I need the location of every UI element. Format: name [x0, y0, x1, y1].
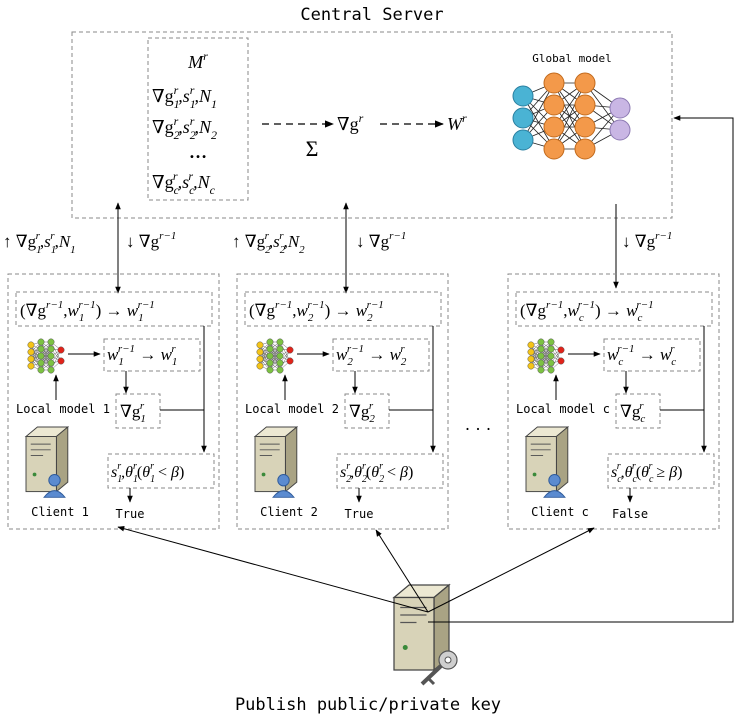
global-model-node [543, 138, 565, 160]
client-c-upload-entry: ∇gcr,scr,Nc [152, 169, 216, 197]
central-server-title: Central Server [300, 5, 443, 25]
aggregated-gradient: ∇gr [337, 111, 364, 134]
global-model-node [543, 116, 565, 138]
publish-key-caption: Publish public/private key [235, 695, 501, 715]
global-model-edge [522, 82, 555, 141]
client-computer-icon [24, 425, 70, 498]
score-check-formula: scr,θcr(θcr ≥ β) [611, 461, 682, 485]
client-2-upload-label: ↑ ∇g2r,s2r,N2 [232, 230, 305, 256]
global-model-node [609, 119, 631, 141]
local-update-formula: w1r−1 → w1r [107, 343, 177, 368]
gradient-box [344, 393, 390, 429]
between-clients-ellipsis: · · · [465, 419, 492, 439]
local-model-label: Local model 2 [245, 402, 339, 416]
score-box [607, 453, 715, 489]
global-weights: Wr [447, 111, 467, 134]
client-2-upload-entry: ∇g2r,s2r,N2 [152, 114, 217, 142]
client-1-upload-entry: ∇g1r,s1r,N1 [152, 83, 217, 111]
client-1-download-label: ↓ ∇gr−1 [126, 230, 176, 251]
local-gradient: ∇gcr [620, 400, 645, 425]
key-to-client-2-arrow [375, 529, 429, 613]
local-model-label: Local model c [516, 402, 610, 416]
verification-result: True [345, 507, 374, 521]
score-box [107, 453, 215, 489]
score-check-formula: s1r,θ1r(θ1r < β) [111, 461, 184, 485]
key-server-icon [392, 583, 458, 686]
local-update-formula: w2r−1 → w2r [336, 343, 407, 368]
global-model-node [512, 85, 534, 107]
local-update-box [603, 338, 701, 372]
score-box [336, 453, 444, 489]
global-model-node [543, 94, 565, 116]
weight-init-box [15, 291, 213, 327]
local-gradient: ∇g1r [120, 400, 146, 425]
local-update-formula: wcr−1 → wcr [607, 343, 676, 368]
weight-init-formula: (∇gr−1,wcr−1) → wcr−1 [520, 299, 654, 324]
key-server-machine-icon [392, 583, 451, 672]
aggregation-list-box [147, 37, 249, 201]
global-model-node [574, 94, 596, 116]
local-gradient: ∇g2r [349, 400, 375, 425]
global-model-node [609, 97, 631, 119]
global-model-network-icon [512, 72, 631, 160]
local-model-network-icon [527, 338, 565, 374]
global-model-edge [553, 82, 586, 150]
client-name-label: Client 2 [260, 505, 318, 519]
central-server-box [71, 31, 673, 219]
local-update-box [103, 338, 201, 372]
weight-init-formula: (∇gr−1,w1r−1) → w1r−1 [20, 299, 155, 324]
global-model-node [512, 107, 534, 129]
client-panel-frame [7, 273, 220, 530]
gradient-box [615, 393, 661, 429]
key-to-client-1-arrow [117, 525, 429, 613]
global-model-node [512, 129, 534, 151]
verification-result: True [116, 507, 145, 521]
global-model-node [574, 116, 596, 138]
key-icon [420, 650, 458, 686]
global-model-node [574, 72, 596, 94]
verification-result: False [612, 507, 648, 521]
sum-symbol: Σ [306, 136, 319, 161]
list-ellipsis: … [189, 142, 207, 162]
client-panel-frame [236, 273, 449, 530]
client-computer-icon [253, 425, 299, 498]
local-model-label: Local model 1 [16, 402, 110, 416]
client-name-label: Client 1 [31, 505, 89, 519]
local-model-network-icon [27, 338, 65, 374]
key-to-server-connector [428, 115, 734, 623]
local-update-box [332, 338, 430, 372]
client-panel-frame [507, 273, 720, 530]
gradient-box [115, 393, 161, 429]
client-c-download-label: ↓ ∇gr−1 [622, 230, 672, 251]
client-2-download-label: ↓ ∇gr−1 [356, 230, 406, 251]
client-name-label: Client c [531, 505, 589, 519]
local-model-network-icon [256, 338, 294, 374]
client-1-upload-label: ↑ ∇g1r,s1r,N1 [3, 230, 76, 256]
global-model-node [574, 138, 596, 160]
client-computer-icon [524, 425, 570, 498]
key-to-client-c-arrow [427, 527, 595, 613]
weight-init-formula: (∇gr−1,w2r−1) → w2r−1 [249, 299, 384, 324]
score-check-formula: s2r,θ2r(θ2r < β) [340, 461, 413, 485]
global-model-label: Global model [532, 52, 611, 65]
weight-init-box [515, 291, 713, 327]
model-set-label: Mr [187, 49, 208, 72]
global-model-node [543, 72, 565, 94]
weight-init-box [244, 291, 442, 327]
aggregation-list: Mr ∇g1r,s1r,N1 ∇g2r,s2r,N2 … ∇gcr,scr,Nc [152, 49, 217, 197]
